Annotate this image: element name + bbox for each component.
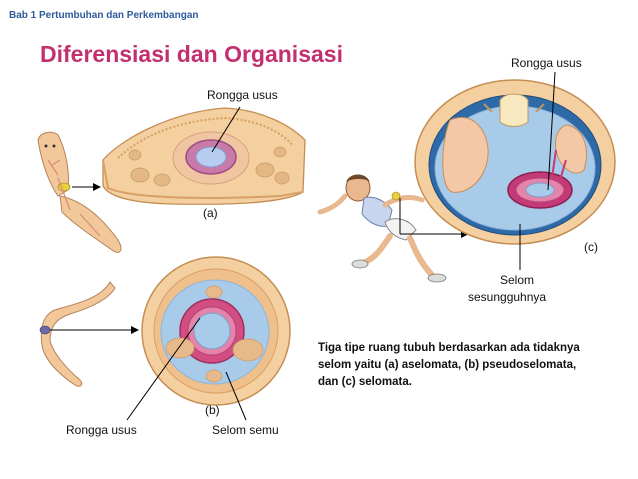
page-title: Diferensiasi dan Organisasi <box>40 41 343 67</box>
chapter-heading: Bab 1 Pertumbuhan dan Perkembangan <box>9 10 199 21</box>
leader-a-gut <box>211 106 241 153</box>
label-c-tag: (c) <box>584 240 598 254</box>
leader-c-gut <box>547 71 556 191</box>
label-b-gut: Rongga usus <box>66 423 137 437</box>
label-c-coelom-2: sesungguhnya <box>468 290 547 304</box>
flatworm-illustration <box>37 131 122 253</box>
acoelomate-cross-section <box>102 107 306 205</box>
label-c-gut: Rongga usus <box>511 56 582 70</box>
runner-illustration <box>317 174 447 283</box>
label-a-tag: (a) <box>203 206 218 220</box>
roundworm-illustration <box>39 281 116 387</box>
label-b-pseudo: Selom semu <box>212 423 279 437</box>
label-c-coelom-1: Selom <box>500 273 535 287</box>
leader-b-gut <box>126 317 201 421</box>
pseudocoelomate-cross-section <box>141 256 291 406</box>
label-a-gut: Rongga usus <box>207 88 278 102</box>
leader-b-pseudo <box>225 371 247 421</box>
coelomate-cross-section <box>414 79 616 245</box>
figure-caption: Tiga tipe ruang tubuh berdasarkan ada ti… <box>318 342 580 388</box>
label-b-tag: (b) <box>205 403 220 417</box>
